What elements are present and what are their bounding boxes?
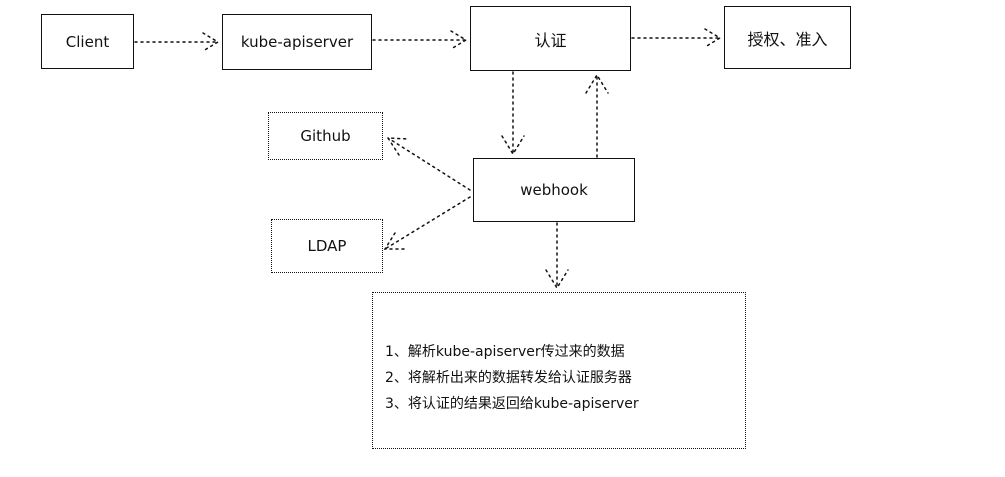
client-node: Client [41,14,134,69]
note-line-2: 2、将解析出来的数据转发给认证服务器 [385,370,632,386]
arrow-client-to-apiserver [134,32,220,52]
arrow-webhook-to-ldap [383,196,471,250]
kube-apiserver-node: kube-apiserver [222,14,372,70]
github-label: Github [300,127,351,145]
kube-apiserver-label: kube-apiserver [240,33,354,51]
arrow-auth-to-authz [631,28,722,48]
authentication-label: 认证 [534,30,567,50]
arrow-webhook-to-auth [585,73,609,158]
authentication-node: 认证 [470,6,631,71]
arrow-webhook-to-github [386,137,471,191]
authorization-admission-label: 授权、准入 [747,29,828,49]
ldap-label: LDAP [307,237,347,255]
note-line-1: 1、解析kube-apiserver传过来的数据 [385,344,625,360]
webhook-notes-box: 1、解析kube-apiserver传过来的数据 2、将解析出来的数据转发给认证… [372,292,746,449]
arrow-apiserver-to-auth [372,30,468,50]
authorization-admission-node: 授权、准入 [724,6,851,69]
webhook-node: webhook [473,158,635,222]
github-node: Github [268,112,383,160]
arrow-auth-to-webhook [501,71,525,156]
ldap-node: LDAP [271,219,383,273]
webhook-label: webhook [520,181,588,199]
note-line-3: 3、将认证的结果返回给kube-apiserver [385,396,639,412]
client-label: Client [65,32,110,51]
arrow-webhook-to-notes [545,222,569,290]
